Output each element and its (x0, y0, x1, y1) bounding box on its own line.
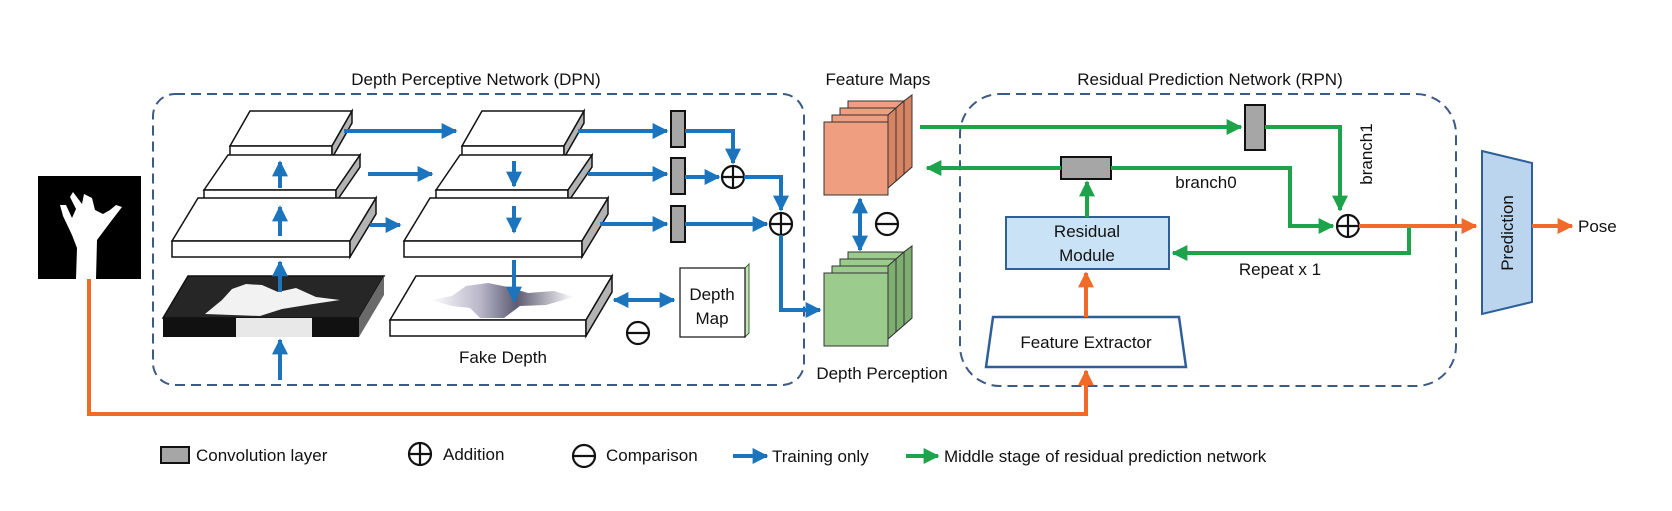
legend-comparison-label: Comparison (606, 446, 698, 465)
comparison-symbol-features (874, 211, 900, 237)
feature-extractor-trapezoid (984, 315, 1188, 369)
legend-addition-label: Addition (443, 445, 504, 464)
pose-label: Pose (1578, 217, 1617, 236)
fake-depth-label: Fake Depth (459, 348, 547, 367)
feature-maps-label: Feature Maps (826, 70, 931, 89)
conv-layer-dpn-3 (670, 205, 686, 243)
green-arrows (920, 119, 1411, 261)
dpn-title: Depth Perceptive Network (DPN) (351, 70, 600, 89)
depth-map-label-line2: Map (695, 309, 728, 328)
addition-symbol-dpn-2 (768, 211, 794, 237)
fake-depth-slab (388, 273, 614, 339)
prediction-label: Prediction (1498, 195, 1517, 271)
legend-conv-label: Convolution layer (196, 446, 328, 465)
addition-symbol-dpn-1 (720, 164, 746, 190)
branch1-label: branch1 (1357, 123, 1376, 184)
depth-map-box (679, 262, 750, 339)
legend-training-label: Training only (772, 447, 869, 466)
legend: Convolution layer Addition Comparison Tr… (160, 441, 1267, 469)
prediction-trapezoid (1481, 149, 1533, 316)
depth-perception-label: Depth Perception (816, 364, 947, 383)
encoder-plate-bottom (170, 195, 378, 260)
dpn-border (152, 93, 805, 386)
addition-symbol-rpn (1335, 213, 1361, 239)
repeat-label: Repeat x 1 (1239, 260, 1321, 279)
conv-layer-dpn-1 (670, 110, 686, 148)
orange-arrows (87, 218, 1574, 416)
decoder-plate-top (460, 108, 586, 161)
input-hand-image (38, 176, 141, 279)
legend-addition-icon (407, 441, 433, 467)
input-depth-slab (161, 275, 386, 337)
blue-arrows (272, 123, 868, 380)
rpn-border (959, 93, 1457, 387)
rpn-title: Residual Prediction Network (RPN) (1077, 70, 1342, 89)
decoder-plate-bottom (402, 195, 610, 260)
encoder-plate-top (228, 108, 354, 161)
feature-extractor-label: Feature Extractor (1020, 333, 1152, 352)
conv-layer-rpn-branch0 (1060, 156, 1112, 180)
residual-module-box (1005, 216, 1170, 270)
residual-module-label-line2: Module (1059, 246, 1115, 265)
feature-maps-stack (823, 94, 913, 196)
legend-comparison-icon (571, 443, 597, 469)
conv-layer-dpn-2 (670, 157, 686, 195)
legend-conv-icon (160, 446, 190, 464)
depth-perception-stack (823, 245, 913, 347)
depth-map-label-line1: Depth (689, 285, 734, 304)
comparison-symbol-depth (625, 320, 651, 346)
conv-layer-rpn-branch1 (1244, 104, 1266, 151)
residual-module-label-line1: Residual (1054, 222, 1120, 241)
branch0-label: branch0 (1175, 173, 1236, 192)
legend-middle-label: Middle stage of residual prediction netw… (944, 447, 1267, 466)
